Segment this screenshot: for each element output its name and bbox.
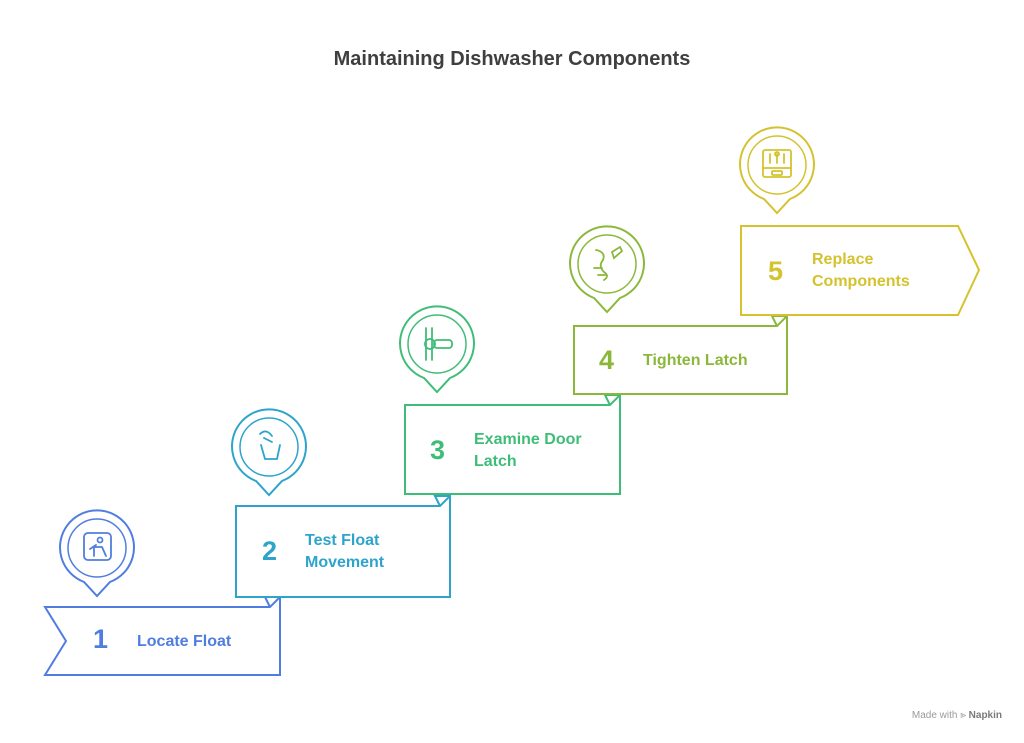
step-1 (43, 509, 281, 676)
step-1-number: 1 (93, 624, 109, 654)
step-3 (399, 305, 621, 495)
wrench-tighten-icon (593, 245, 624, 281)
door-latch-icon (424, 327, 453, 361)
step-3-label: Examine Door Latch (474, 431, 582, 470)
step-3-pin (399, 305, 475, 394)
step-1-label: Locate Float (137, 633, 232, 650)
step-5-box (740, 225, 981, 316)
step-5-pin-inner (747, 135, 807, 195)
step-2-pin (231, 408, 307, 497)
napkin-logo-icon: ⪢ (960, 710, 966, 721)
toolbox-icon (762, 149, 792, 178)
step-1-pin-inner (67, 518, 127, 578)
step-2-fold (433, 495, 450, 507)
step-5 (739, 126, 981, 316)
step-2-pin-inner (239, 417, 299, 477)
credit-prefix: Made with (911, 710, 958, 721)
step-1-pin (59, 509, 135, 598)
diagram-title: Maintaining Dishwasher Components (333, 48, 691, 70)
step-3-pin-inner (407, 314, 467, 374)
step-4-number: 4 (599, 345, 615, 375)
napkin-credit: Made with ⪢ Napkin (912, 710, 1002, 721)
step-2-number: 2 (262, 536, 278, 566)
step-4 (569, 225, 788, 395)
step-5-number: 5 (768, 256, 784, 286)
step-2 (231, 408, 451, 598)
step-3-box (404, 392, 621, 495)
step-4-pin (569, 225, 645, 314)
step-4-box (573, 313, 788, 395)
step-4-label: Tighten Latch (643, 352, 748, 369)
person-float-icon (83, 532, 112, 561)
step-4-pin-inner (577, 234, 637, 294)
step-2-label: Test Float Movement (305, 532, 385, 571)
step-3-number: 3 (430, 435, 446, 465)
step-5-label: Replace Components (812, 251, 910, 290)
float-test-icon (259, 430, 281, 460)
step-2-box (235, 493, 451, 598)
credit-brand: Napkin (968, 710, 1002, 721)
